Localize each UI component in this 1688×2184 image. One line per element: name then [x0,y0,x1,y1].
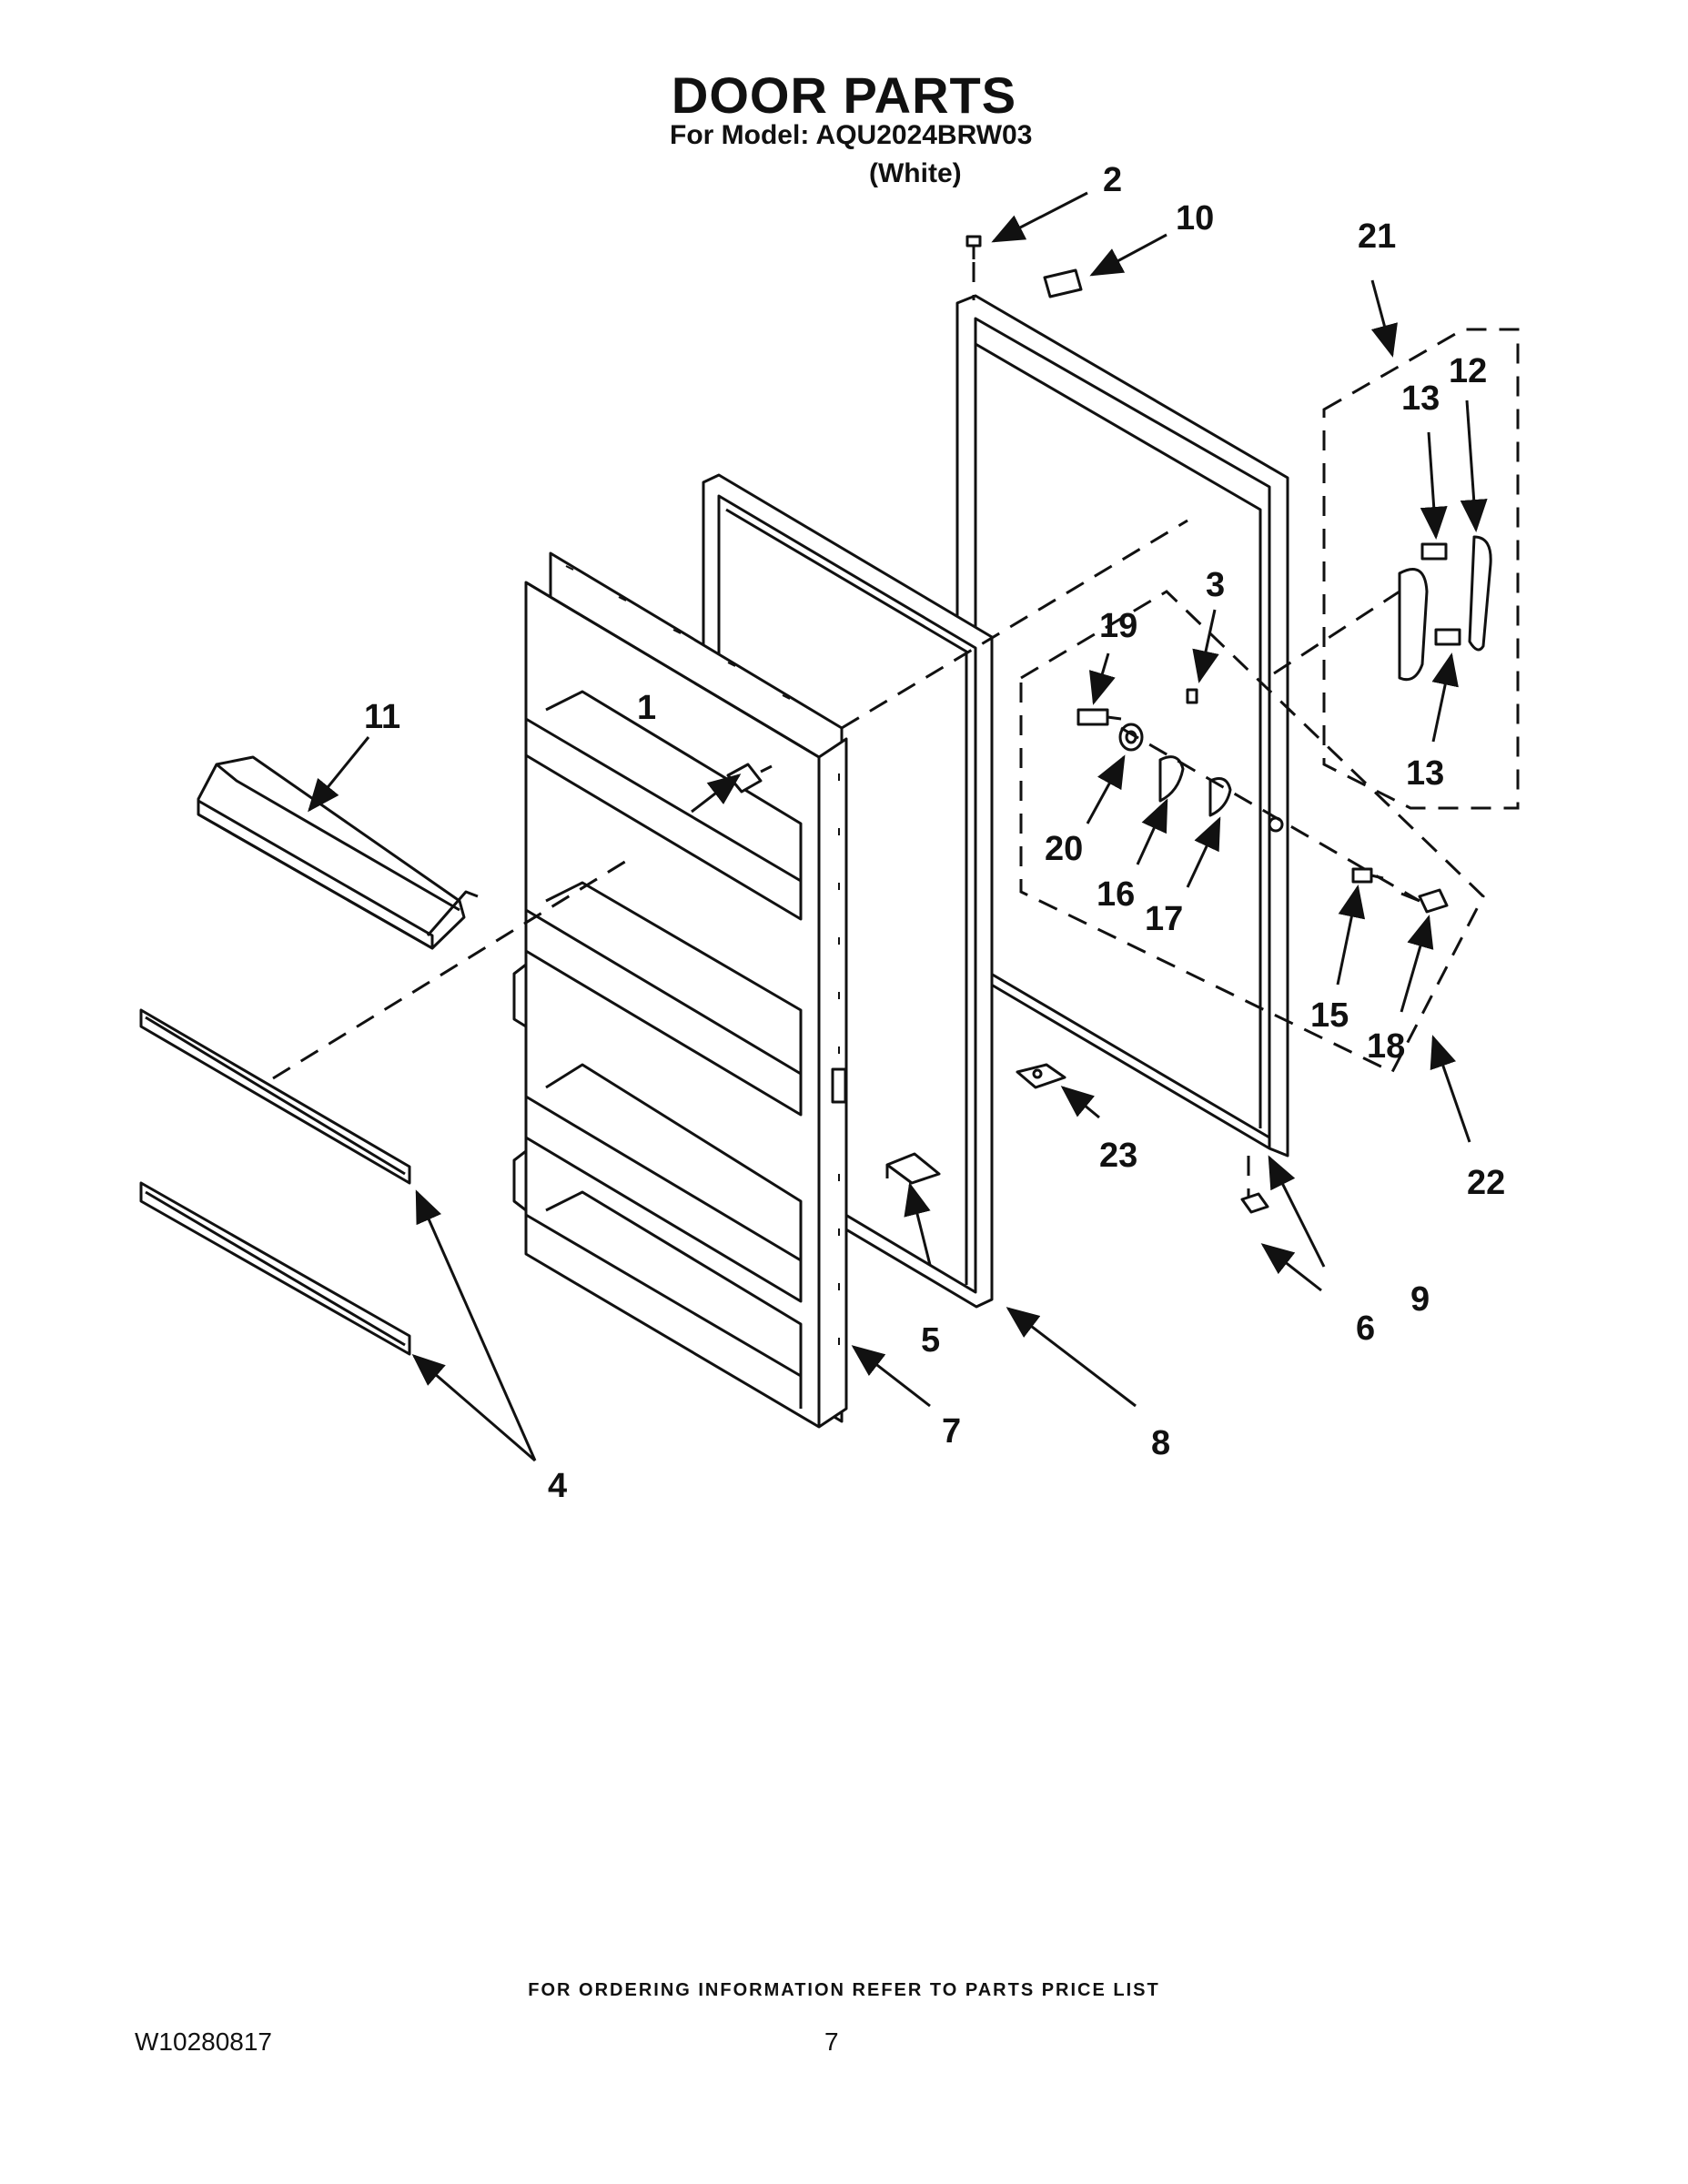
callout-16: 16 [1097,875,1135,914]
callout-23: 23 [1099,1137,1137,1175]
callout-18: 18 [1367,1027,1405,1066]
callout-4: 4 [548,1467,567,1505]
screw-2 [965,235,982,259]
callout-20: 20 [1045,830,1083,868]
document-number: W10280817 [135,2027,273,2056]
callout-22: 22 [1467,1164,1505,1202]
handle-kit-box-22 [1019,590,1485,1074]
guide-line-liner [841,519,1188,730]
bracket-16 [1158,755,1185,803]
leader-3 [1192,609,1219,683]
leader-10 [1089,233,1167,277]
callout-21: 21 [1358,217,1396,256]
callout-1: 1 [637,689,656,727]
leader-19 [1088,652,1116,705]
callout-6: 6 [1356,1309,1375,1348]
leader-2 [991,191,1088,243]
leader-20 [1086,754,1126,824]
leader-8 [1006,1307,1137,1408]
callout-7: 7 [942,1412,961,1451]
model-line: For Model: AQU2024BRW03 [670,120,1033,150]
leader-11 [308,736,370,813]
leader-4-lower [411,1354,536,1462]
leader-22 [1430,1035,1471,1143]
callout-11: 11 [364,698,400,736]
door-bin [197,755,479,950]
leader-16 [1136,798,1168,865]
color-line: (White) [869,158,962,188]
hinge-kit-box-21 [1322,328,1520,810]
callout-8: 8 [1151,1424,1170,1462]
part-3 [1186,688,1198,704]
callout-9: 9 [1410,1280,1430,1319]
callout-12: 12 [1449,352,1487,390]
page-title: DOOR PARTS [671,66,1017,124]
leader-1 [691,774,742,814]
callout-15: 15 [1310,996,1349,1035]
callout-5: 5 [921,1321,940,1360]
screw-19 [1076,708,1122,726]
leader-18 [1400,915,1434,1013]
leader-15 [1336,885,1366,986]
callout-13-upper: 13 [1401,379,1440,418]
guide-line-handle [1120,726,1420,903]
hinge-bracket-23 [1016,1063,1066,1089]
inner-door-liner [512,551,848,1429]
leader-13-upper [1420,431,1448,540]
key-18 [1400,888,1449,914]
screw-15 [1351,867,1384,884]
callout-2: 2 [1103,161,1122,199]
leader-6 [1260,1243,1322,1292]
callout-17: 17 [1145,900,1183,938]
trim-strip-lower [139,1181,411,1356]
callout-13-lower: 13 [1406,754,1444,793]
nut-6 [1240,1192,1269,1214]
guide-line-hinge [1273,590,1400,675]
leader-12 [1460,399,1488,532]
clip-5 [885,1152,941,1185]
leader-9 [1268,1155,1326,1268]
callout-10: 10 [1176,199,1214,238]
trim-strip-upper [139,1008,411,1185]
leader-13-lower [1431,652,1459,743]
hinge-12 [1398,535,1492,682]
guide-line-bin [272,858,629,1080]
leader-4-upper [415,1189,537,1461]
label-10 [1043,268,1083,298]
page-number: 7 [824,2027,839,2056]
callout-19: 19 [1099,607,1137,645]
leader-5 [904,1182,932,1266]
ordering-note: FOR ORDERING INFORMATION REFER TO PARTS … [528,1980,1160,2000]
bracket-17 [1208,777,1232,817]
leader-17 [1186,816,1221,888]
leader-23 [1060,1086,1100,1119]
hinge-screw-upper [1420,542,1448,561]
hinge-screw-lower [1434,628,1461,646]
leader-21 [1370,279,1398,358]
outer-door-panel [955,294,1289,1158]
leader-7 [851,1345,931,1408]
callout-3: 3 [1206,566,1225,604]
